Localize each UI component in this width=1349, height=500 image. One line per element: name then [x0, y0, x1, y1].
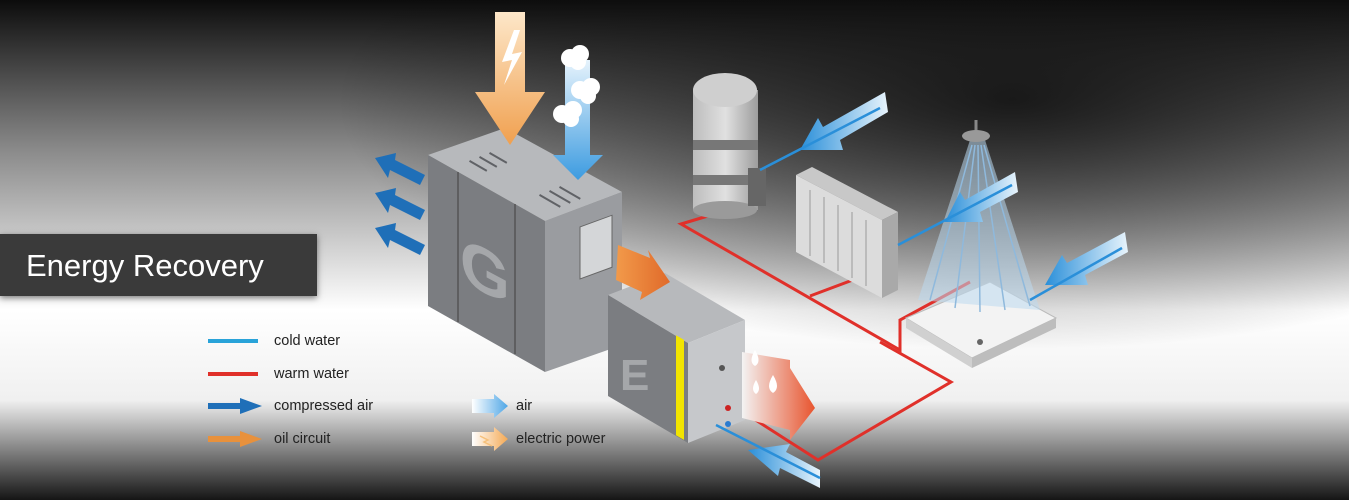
shower-icon — [904, 120, 1058, 368]
legend-swatch-electric-power — [472, 427, 508, 451]
electric-power-arrow — [475, 12, 545, 145]
legend-swatch-compressed-air — [208, 398, 262, 414]
legend-swatch-warm-water — [208, 372, 258, 376]
tank-icon — [693, 73, 766, 219]
compressor-unit: G — [428, 128, 622, 372]
lightning-bolt-icon — [502, 30, 522, 85]
page-title: Energy Recovery — [26, 248, 264, 283]
legend-label-air: air — [516, 398, 533, 414]
legend-label-cold-water: cold water — [274, 333, 341, 349]
cold-water-arrows — [715, 92, 1128, 488]
compressed-air-arrows — [375, 153, 425, 255]
water-drop-icon — [751, 350, 777, 394]
legend-label-electric-power: electric power — [516, 431, 606, 447]
legend-swatch-oil-circuit — [208, 431, 262, 447]
title-banner: Energy Recovery — [0, 234, 317, 296]
recovery-letter-e: E — [620, 351, 649, 400]
legend-label-compressed-air: compressed air — [274, 398, 374, 414]
legend — [208, 339, 508, 451]
legend-label-oil-circuit: oil circuit — [274, 431, 331, 447]
radiator-icon — [796, 167, 898, 298]
cloud-icon — [553, 45, 600, 127]
legend-label-warm-water: warm water — [274, 366, 349, 382]
legend-swatch-cold-water — [208, 339, 258, 343]
warm-water-arrow — [742, 350, 815, 440]
air-inlet-arrow — [553, 45, 603, 180]
oil-circuit-arrow — [616, 245, 670, 300]
energy-recovery-unit: E — [608, 273, 745, 443]
legend-swatch-air — [472, 394, 508, 418]
